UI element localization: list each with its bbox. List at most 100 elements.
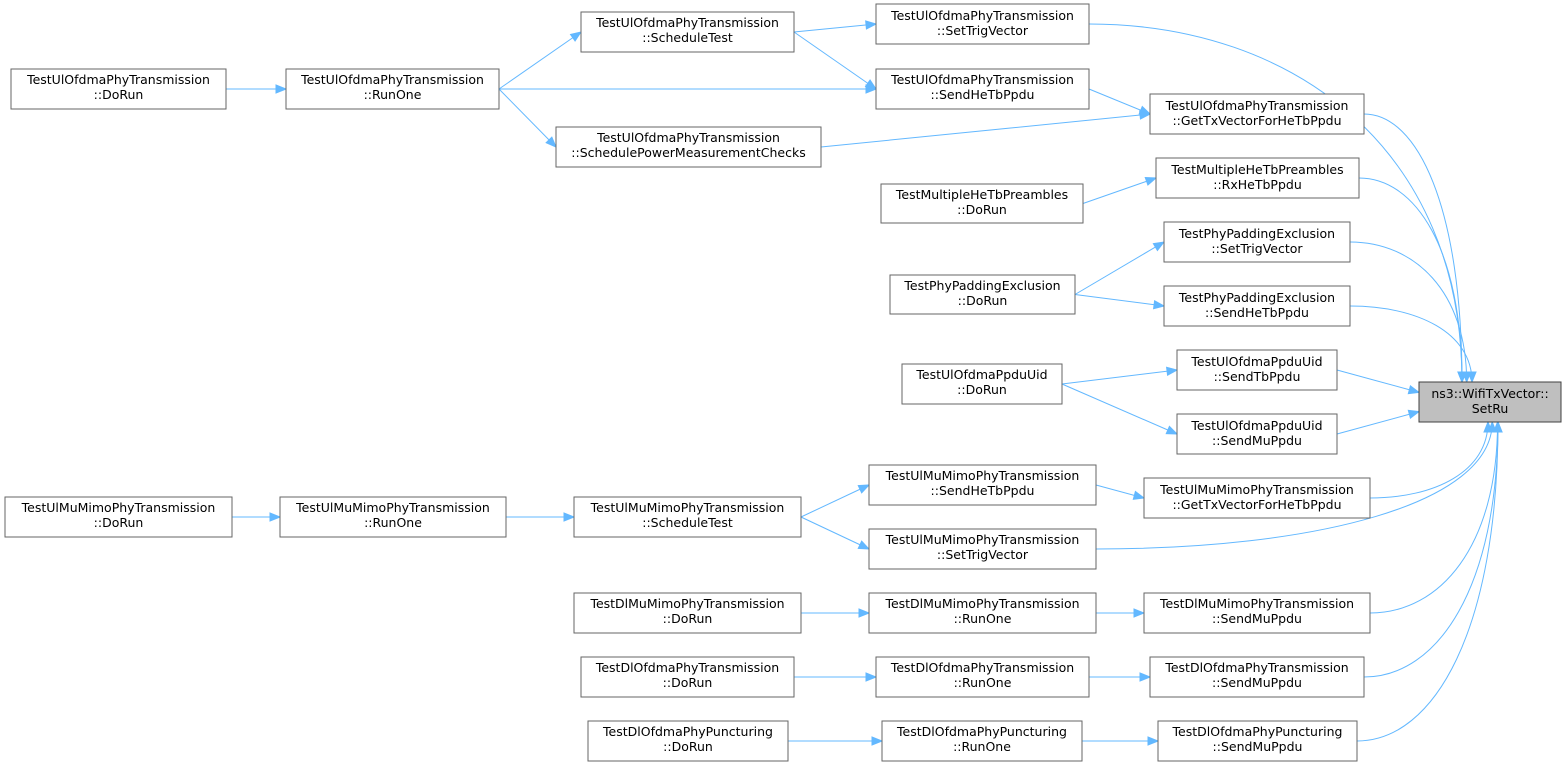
svg-text:::SendHeTbPpdu: ::SendHeTbPpdu [931, 87, 1035, 102]
edge-arrowhead [857, 540, 871, 550]
svg-text:::DoRun: ::DoRun [663, 739, 713, 754]
svg-text:TestDlMuMimoPhyTransmission: TestDlMuMimoPhyTransmission [884, 596, 1079, 611]
edge-arrowhead [1139, 672, 1152, 682]
node-ulofdma-dorun[interactable]: TestUlOfdmaPhyTransmission::DoRun [10, 68, 227, 110]
svg-text:TestDlOfdmaPhyPuncturing: TestDlOfdmaPhyPuncturing [896, 724, 1067, 739]
svg-text:TestUlOfdmaPhyTransmission: TestUlOfdmaPhyTransmission [596, 130, 780, 145]
edge-n16-to-n17 [1095, 484, 1146, 500]
svg-text:::DoRun: ::DoRun [94, 515, 144, 530]
svg-text:::RunOne: ::RunOne [954, 611, 1012, 626]
edge-layer [226, 20, 1503, 746]
node-ppduuid-sendtbppdu[interactable]: TestUlOfdmaPpduUid::SendTbPpdu [1176, 349, 1338, 391]
node-ppduuid-sendmuppdu[interactable]: TestUlOfdmaPpduUid::SendMuPpdu [1176, 413, 1338, 455]
node-ulofdma-sendhetbppdu[interactable]: TestUlOfdmaPhyTransmission::SendHeTbPpdu [875, 68, 1090, 110]
edge-n14-to-n15 [1061, 383, 1179, 435]
node-ulmumimo-runone[interactable]: TestUlMuMimoPhyTransmission::RunOne [279, 496, 507, 538]
edge-n19-to-n20 [506, 512, 576, 522]
node-multiplehetb-dorun[interactable]: TestMultipleHeTbPreambles::DoRun [880, 183, 1084, 224]
edge-arrowhead [1407, 385, 1421, 395]
svg-text:::SetTrigVector: ::SetTrigVector [937, 547, 1029, 562]
edge-n4-to-n3 [226, 84, 288, 94]
svg-text:::SendHeTbPpdu: ::SendHeTbPpdu [931, 483, 1035, 498]
edge-arrowhead [269, 512, 282, 522]
edge-n17-to-root [1369, 420, 1493, 499]
edge-n3-to-n5 [499, 84, 878, 94]
node-dlpuncturing-runone[interactable]: TestDlOfdmaPhyPuncturing::RunOne [881, 720, 1083, 762]
svg-text:::DoRun: ::DoRun [94, 87, 144, 102]
node-ulmumimo-sendhetbppdu[interactable]: TestUlMuMimoPhyTransmission::SendHeTbPpd… [868, 464, 1097, 506]
svg-text:TestDlOfdmaPhyTransmission: TestDlOfdmaPhyTransmission [1164, 660, 1348, 675]
svg-text:TestDlOfdmaPhyTransmission: TestDlOfdmaPhyTransmission [595, 660, 779, 675]
node-multiplehetb-rxhetbppdu[interactable]: TestMultipleHeTbPreambles::RxHeTbPpdu [1155, 157, 1360, 199]
edge-arrowhead [1165, 425, 1179, 435]
edge-arrowhead [1132, 490, 1146, 500]
svg-text:::ScheduleTest: ::ScheduleTest [642, 30, 733, 45]
svg-text:::DoRun: ::DoRun [663, 675, 713, 690]
edge-arrowhead [1152, 299, 1166, 310]
edge-n29-to-n30 [1082, 736, 1160, 746]
svg-text:::RxHeTbPpdu: ::RxHeTbPpdu [1213, 177, 1302, 192]
edge-arrowhead [1139, 110, 1152, 120]
svg-text:TestUlOfdmaPpduUid: TestUlOfdmaPpduUid [1190, 354, 1322, 369]
svg-text:::DoRun: ::DoRun [957, 202, 1007, 217]
edge-arrowhead [569, 31, 583, 42]
svg-text:::RunOne: ::RunOne [953, 739, 1011, 754]
svg-text:::RunOne: ::RunOne [954, 675, 1012, 690]
edge-arrowhead [275, 84, 288, 94]
node-ulofdma-gettxvectorforhetbppdu[interactable]: TestUlOfdmaPhyTransmission::GetTxVectorF… [1149, 93, 1365, 135]
node-paddingexclusion-settrigvector[interactable]: TestPhyPaddingExclusion::SetTrigVector [1163, 221, 1351, 263]
svg-text:TestUlMuMimoPhyTransmission: TestUlMuMimoPhyTransmission [21, 500, 216, 515]
node-ulmumimo-settrigvector[interactable]: TestUlMuMimoPhyTransmission::SetTrigVect… [868, 528, 1097, 570]
svg-text:TestDlMuMimoPhyTransmission: TestDlMuMimoPhyTransmission [589, 596, 784, 611]
node-wifitxvector-setru[interactable]: ns3::WifiTxVector::SetRu [1418, 381, 1562, 423]
node-ppduuid-dorun[interactable]: TestUlOfdmaPpduUid::DoRun [901, 363, 1063, 405]
edge-arrowhead [857, 484, 871, 494]
svg-text:::ScheduleTest: ::ScheduleTest [642, 515, 733, 530]
edge-n11-to-n10 [1074, 241, 1166, 295]
node-dlmumimo-dorun[interactable]: TestDlMuMimoPhyTransmission::DoRun [573, 592, 802, 634]
svg-text:TestPhyPaddingExclusion: TestPhyPaddingExclusion [903, 278, 1060, 293]
svg-text:TestMultipleHeTbPreambles: TestMultipleHeTbPreambles [895, 187, 1068, 202]
node-dlmumimo-sendmuppdu[interactable]: TestDlMuMimoPhyTransmission::SendMuPpdu [1143, 592, 1371, 634]
node-ulmumimo-scheduletest[interactable]: TestUlMuMimoPhyTransmission::ScheduleTes… [573, 496, 802, 538]
svg-text:::SetTrigVector: ::SetTrigVector [937, 23, 1029, 38]
node-dlpuncturing-sendmuppdu[interactable]: TestDlOfdmaPhyPuncturing::SendMuPpdu [1157, 720, 1358, 762]
edge-n3-to-n7 [498, 88, 557, 148]
node-paddingexclusion-dorun[interactable]: TestPhyPaddingExclusion::DoRun [889, 274, 1076, 315]
edge-arrowhead [1147, 736, 1160, 746]
edge-arrowhead [545, 136, 557, 148]
edge-n2-to-n5 [793, 31, 878, 90]
svg-text:::SendMuPpdu: ::SendMuPpdu [1213, 739, 1303, 754]
node-dlpuncturing-dorun[interactable]: TestDlOfdmaPhyPuncturing::DoRun [587, 720, 789, 762]
node-ulmumimo-dorun[interactable]: TestUlMuMimoPhyTransmission::DoRun [4, 496, 233, 538]
node-dlmumimo-runone[interactable]: TestDlMuMimoPhyTransmission::RunOne [868, 592, 1097, 634]
node-ulmumimo-gettxvectorforhetbppdu[interactable]: TestUlMuMimoPhyTransmission::GetTxVector… [1143, 477, 1371, 519]
edge-n25-to-n26 [794, 672, 878, 682]
svg-text:TestUlMuMimoPhyTransmission: TestUlMuMimoPhyTransmission [1159, 482, 1354, 497]
node-paddingexclusion-sendhetbppdu[interactable]: TestPhyPaddingExclusion::SendHeTbPpdu [1163, 285, 1351, 327]
svg-text:::SetTrigVector: ::SetTrigVector [1211, 241, 1303, 256]
edge-arrowhead [865, 672, 878, 682]
svg-text:::SendMuPpdu: ::SendMuPpdu [1212, 433, 1302, 448]
node-ulofdma-settrigvector[interactable]: TestUlOfdmaPhyTransmission::SetTrigVecto… [875, 3, 1090, 45]
node-ulofdma-scheduletest[interactable]: TestUlOfdmaPhyTransmission::ScheduleTest [580, 11, 795, 53]
svg-text:::SendHeTbPpdu: ::SendHeTbPpdu [1205, 305, 1309, 320]
svg-text:TestUlMuMimoPhyTransmission: TestUlMuMimoPhyTransmission [295, 500, 490, 515]
edge-n20-to-n21 [800, 516, 871, 550]
edge-n1-to-root [1088, 23, 1467, 384]
edge-n20-to-n16 [800, 484, 871, 518]
edge-arrowhead [563, 512, 576, 522]
svg-text:TestUlOfdmaPhyTransmission: TestUlOfdmaPhyTransmission [1165, 98, 1349, 113]
svg-text:::DoRun: ::DoRun [957, 382, 1007, 397]
node-dlofdma-dorun[interactable]: TestDlOfdmaPhyTransmission::DoRun [580, 656, 795, 698]
edge-n10-to-root [1349, 241, 1472, 384]
node-dlofdma-runone[interactable]: TestDlOfdmaPhyTransmission::RunOne [875, 656, 1090, 698]
svg-text:::RunOne: ::RunOne [364, 515, 422, 530]
svg-text:TestUlOfdmaPhyTransmission: TestUlOfdmaPhyTransmission [300, 72, 484, 87]
node-ulofdma-schedulepowermeasurementchecks[interactable]: TestUlOfdmaPhyTransmission::SchedulePowe… [555, 126, 822, 168]
edge-n5-to-n6 [1088, 88, 1152, 115]
node-dlofdma-sendmuppdu[interactable]: TestDlOfdmaPhyTransmission::SendMuPpdu [1149, 656, 1365, 698]
edge-arrowhead [1467, 371, 1477, 384]
node-ulofdma-runone[interactable]: TestUlOfdmaPhyTransmission::RunOne [285, 68, 500, 110]
edge-n7-to-n6 [820, 110, 1152, 148]
